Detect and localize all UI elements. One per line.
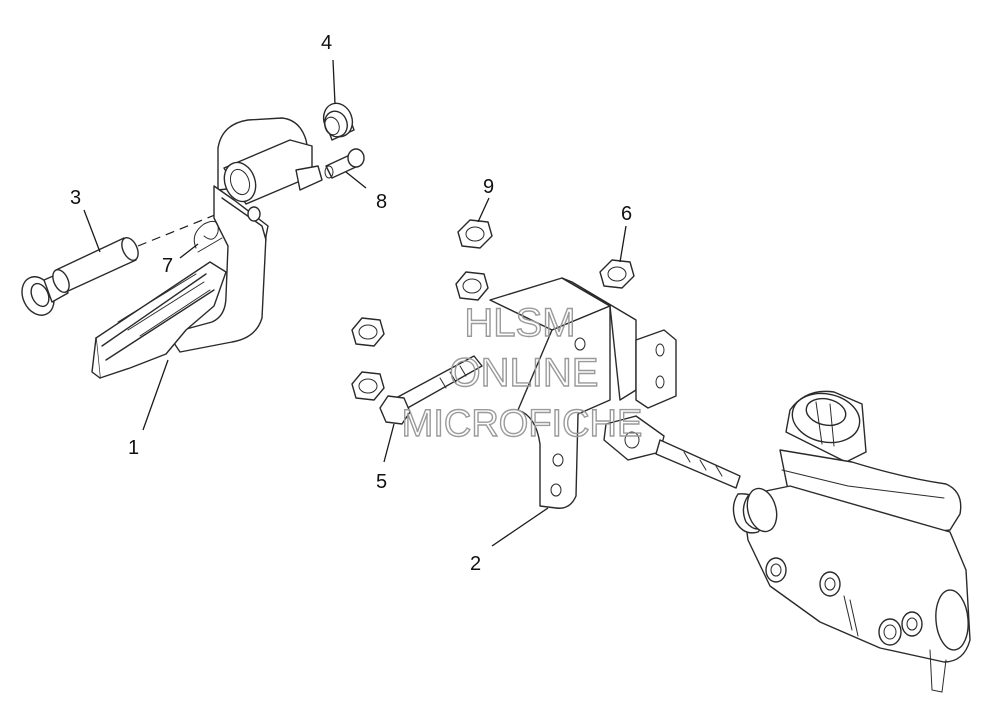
leader-line-8 <box>345 171 367 189</box>
leader-line-7 <box>179 243 199 259</box>
watermark-line-3: MICROFICHE <box>402 403 643 445</box>
part-hex-bolt <box>379 355 483 425</box>
leader-line-4 <box>332 59 336 105</box>
callout-2: 2 <box>470 553 481 575</box>
watermark: HLSM ONLINE MICROFICHE <box>401 300 643 445</box>
part-flange-nut-left-a <box>351 317 385 347</box>
callout-9: 9 <box>483 176 494 198</box>
callout-1: 1 <box>128 437 139 459</box>
callout-4: 4 <box>321 32 332 54</box>
callout-7: 7 <box>162 255 173 277</box>
leader-line-1 <box>142 359 169 431</box>
watermark-line-1: HLSM <box>464 301 575 345</box>
part-mounting-bracket <box>489 277 677 509</box>
leader-line-3 <box>83 209 101 253</box>
leader-line-5 <box>383 423 395 463</box>
part-bushing-top <box>322 102 355 141</box>
leader-line-9 <box>477 197 490 223</box>
part-push-rod <box>603 415 741 489</box>
part-brake-pedal <box>91 117 323 379</box>
part-flange-nut-9 <box>457 219 493 249</box>
part-hairpin-clip <box>193 220 223 253</box>
part-flange-nut-mid <box>455 271 489 301</box>
callout-5: 5 <box>376 471 387 493</box>
leader-line-6 <box>619 225 627 263</box>
leader-line-2 <box>491 507 549 547</box>
assembly-axis-line <box>137 207 233 247</box>
callout-6: 6 <box>621 203 632 225</box>
callout-3: 3 <box>70 187 81 209</box>
part-flange-nut-left-b <box>351 371 385 401</box>
part-clevis-pin <box>324 148 365 179</box>
watermark-line-2: ONLINE <box>450 351 599 395</box>
part-flange-nut-6 <box>599 259 635 289</box>
part-spacer-tube <box>52 237 139 293</box>
part-master-cylinder <box>732 390 971 693</box>
callout-8: 8 <box>376 191 387 213</box>
